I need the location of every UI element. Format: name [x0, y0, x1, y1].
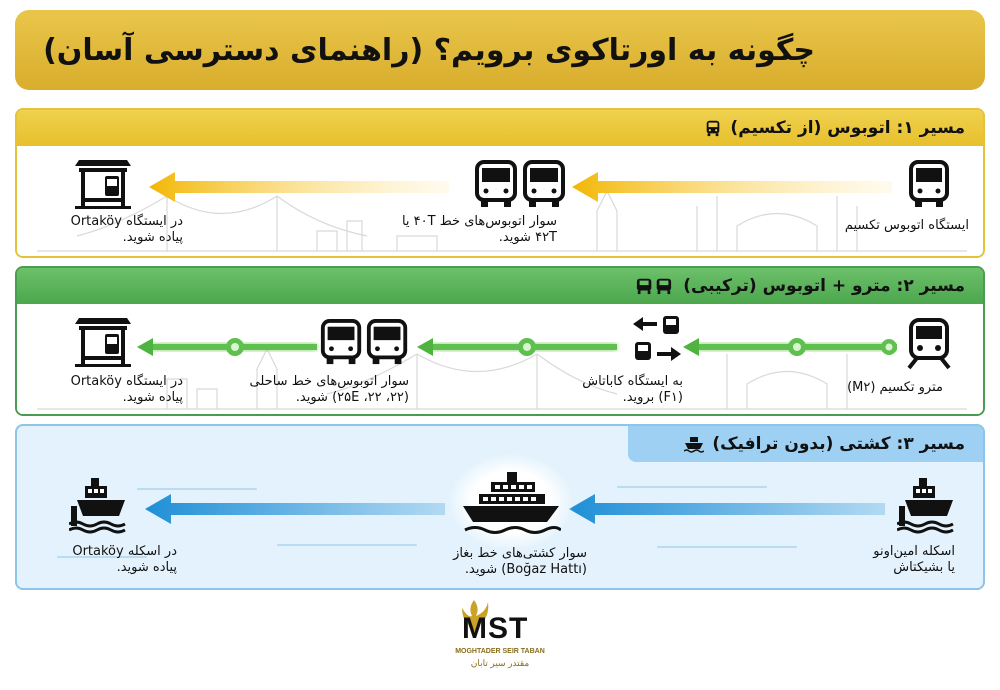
route-1-mid-line2: ۴۲T شوید. [498, 230, 557, 245]
water-wave [657, 546, 797, 548]
water-wave [277, 544, 417, 546]
route-3-arrow-left [145, 494, 445, 524]
route-1-start-label: ایستگاه اتوبوس تکسیم [844, 218, 969, 233]
route-2-track [137, 338, 897, 356]
route-2-end-label: در ایستگاه Ortaköy پیاده شوید. [71, 374, 183, 406]
route-3-start-line2: یا بشیکتاش [893, 560, 955, 575]
double-bus-icon [320, 319, 408, 365]
istanbul-skyline-illustration [37, 189, 967, 252]
ship-dock-icon [897, 478, 954, 534]
ferry-icon [463, 472, 561, 534]
route-1-arrow-left [149, 172, 449, 202]
metro-bus-icon [637, 278, 672, 295]
route-1-end-line1: در ایستگاه Ortaköy [70, 214, 183, 229]
route-3-mid-label: سوار کشتی‌های خط بغاز (Boğaz Hattı) شوید… [453, 546, 587, 578]
route-2-transfer-line2: (F۱) بروید. [622, 390, 683, 405]
route-2-header: مسیر ۲: مترو + اتوبوس (ترکیبی) [17, 268, 983, 304]
route-3-end-line1: در اسکله Ortaköy [72, 544, 177, 559]
title-banner: چگونه به اورتاکوی برویم؟ (راهنمای دسترسی… [15, 10, 985, 90]
route-1-header: مسیر ۱: اتوبوس (از تکسیم) [17, 110, 983, 146]
route-2-end-line2: پیاده شوید. [122, 390, 183, 405]
transfer-icon [633, 316, 681, 361]
route-1-mid-label: سوار اتوبوس‌های خط ۴۰T یا ۴۲T شوید. [402, 214, 557, 246]
route-2-end-line1: در ایستگاه Ortaköy [70, 374, 183, 389]
route-3-arrow-right [569, 494, 885, 524]
route-2-heading: مسیر ۲: مترو + اتوبوس (ترکیبی) [683, 276, 965, 296]
double-bus-icon [475, 160, 565, 207]
route-3-header: مسیر ۳: کشتی (بدون ترافیک) [628, 426, 983, 462]
route-1-body: ایستگاه اتوبوس تکسیم سوار اتوبوس‌های خط … [17, 146, 983, 256]
bus-icon [707, 120, 720, 137]
route-1-mid-line1: سوار اتوبوس‌های خط ۴۰T یا [401, 214, 557, 229]
route-3-card: مسیر ۳: کشتی (بدون ترافیک) اسکله امین‌او… [15, 424, 985, 590]
eagle-logo-icon [462, 600, 489, 636]
route-3-end-label: در اسکله Ortaköy پیاده شوید. [72, 544, 177, 576]
route-3-start-line1: اسکله امین‌اونو [873, 544, 955, 559]
route-3-mid-line2: (Boğaz Hattı) شوید. [464, 562, 587, 577]
route-1-heading: مسیر ۱: اتوبوس (از تکسیم) [730, 118, 965, 138]
route-2-transfer-label: به ایستگاه کاباتاش (F۱) بروید. [582, 374, 683, 406]
logo-mark: MST [462, 612, 529, 645]
ship-dock-icon [69, 478, 126, 534]
route-2-body: مترو تکسیم (M۲) به ایستگاه کاباتاش (F۱) … [17, 304, 983, 414]
logo-name-en: MOGHTADER SEIR TABAN [455, 648, 545, 655]
route-3-start-label: اسکله امین‌اونو یا بشیکتاش [873, 544, 955, 576]
page-title: چگونه به اورتاکوی برویم؟ (راهنمای دسترسی… [43, 32, 815, 68]
ship-icon [684, 437, 705, 453]
metro-train-icon [907, 318, 951, 370]
route-3-mid-line1: سوار کشتی‌های خط بغاز [453, 546, 587, 561]
route-3-heading: مسیر ۳: کشتی (بدون ترافیک) [712, 434, 965, 454]
route-2-mid-line1: سوار اتوبوس‌های خط ساحلی [249, 374, 409, 389]
bus-stop-icon [75, 318, 131, 367]
bus-stop-icon [75, 160, 131, 209]
route-1-end-line2: پیاده شوید. [122, 230, 183, 245]
route-1-card: مسیر ۱: اتوبوس (از تکسیم) [15, 108, 985, 258]
route-1-end-label: در ایستگاه Ortaköy پیاده شوید. [71, 214, 183, 246]
bus-icon [909, 160, 949, 207]
route-2-mid-label: سوار اتوبوس‌های خط ساحلی (۲۲، ۲۵E ،۲۲) ش… [250, 374, 409, 406]
route-2-mid-line2: (۲۲، ۲۵E ،۲۲) شوید. [295, 390, 409, 405]
route-2-transfer-line1: به ایستگاه کاباتاش [582, 374, 683, 389]
water-wave [57, 556, 147, 558]
brand-logo: MST MOGHTADER SEIR TABAN مقتدر سیر تابان [452, 598, 548, 676]
water-wave [617, 486, 767, 488]
route-3-end-line2: پیاده شوید. [116, 560, 177, 575]
logo-name-fa: مقتدر سیر تابان [470, 658, 530, 668]
water-wave [137, 488, 257, 490]
route-1-arrow-right [572, 172, 892, 202]
route-2-start-label: مترو تکسیم (M۲) [847, 380, 943, 395]
route-2-card: مسیر ۲: مترو + اتوبوس (ترکیبی) [15, 266, 985, 416]
